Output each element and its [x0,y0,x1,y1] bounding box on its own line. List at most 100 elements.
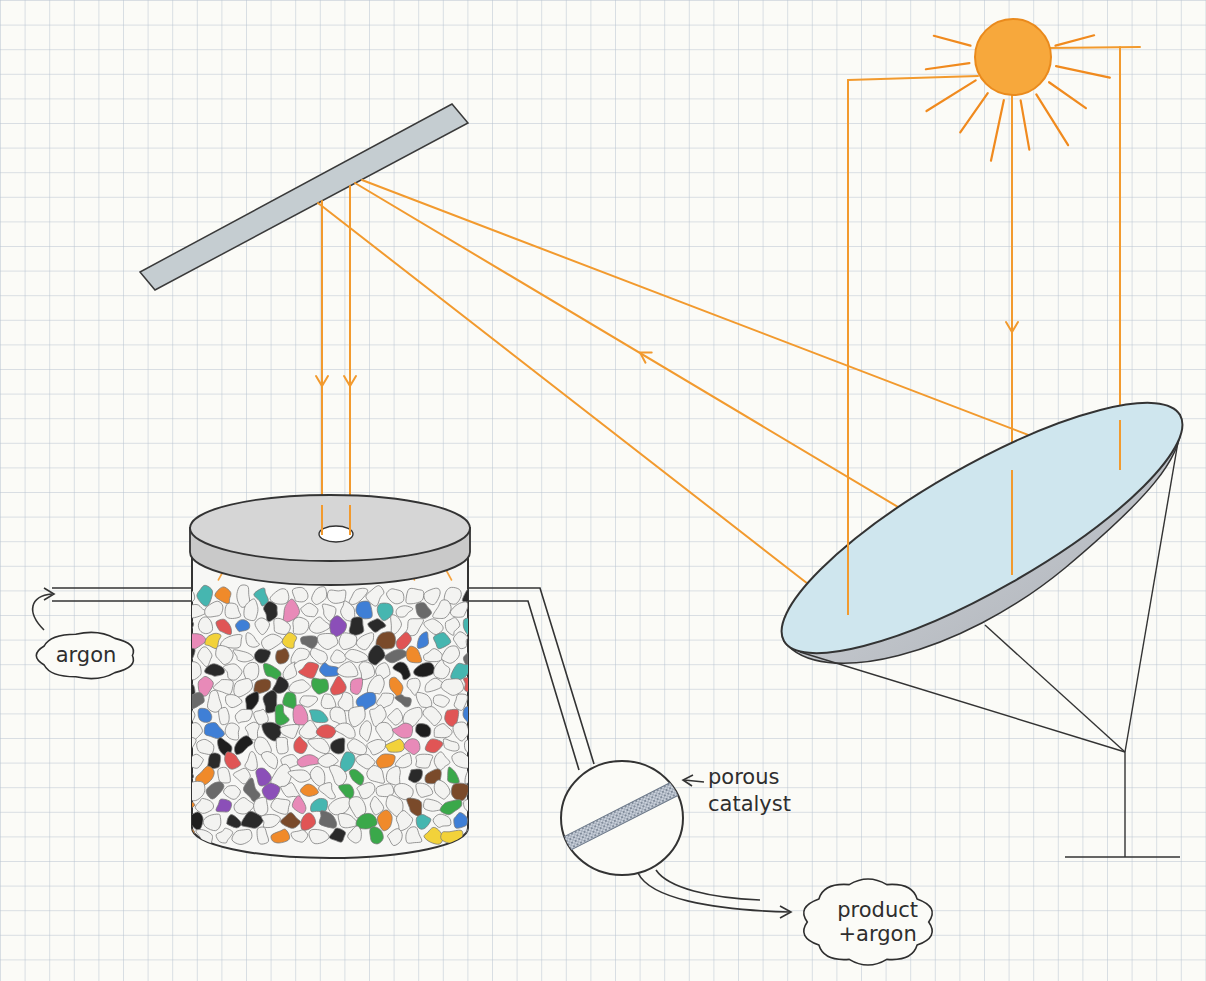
pellet [219,707,230,724]
cloud-bubble: product +argon [797,875,939,969]
pellet [297,755,321,767]
pellet [424,827,443,844]
sun-ray [1049,82,1086,108]
pellet [395,753,411,768]
pellet [406,827,422,843]
pellet [292,587,308,601]
pellet [195,798,213,813]
pellet [298,662,318,678]
pellet [281,813,301,829]
pellet [245,692,258,712]
light-ray [349,505,351,535]
flow-arrow [33,594,52,630]
inlet-pipe [52,600,192,602]
light-ray [1119,420,1121,470]
pellet [391,615,402,635]
pellet [216,645,233,664]
sun-ray [926,80,975,111]
pellet [205,664,225,676]
pellet [216,799,232,812]
pellet [178,707,195,724]
sun [975,19,1051,95]
pellet [360,721,372,742]
pellet [294,737,307,754]
dish-support [800,652,1125,752]
pellet [257,827,269,844]
pellet [463,649,479,666]
pellet [244,599,258,621]
pellet [329,828,345,842]
pellet [464,739,478,753]
pellet [293,705,308,725]
pellet [434,752,450,771]
pellet [189,662,201,680]
pellet [367,766,385,784]
pellet [254,649,270,663]
pellet [243,778,260,802]
pellet [424,649,443,662]
pellet [216,619,232,635]
light-ray [321,201,323,535]
light-ray [847,80,849,615]
sun-ray [1056,66,1110,77]
pellet [339,633,357,650]
pellet [261,752,277,770]
pellet [416,783,433,797]
pellet [225,695,242,708]
pellet [206,782,224,799]
ray-arrow [344,376,356,386]
pellet [319,783,336,799]
pellet [416,724,431,738]
light-ray [1011,470,1013,575]
pellet [385,650,407,663]
pellet [241,811,264,828]
pellet [197,739,214,754]
pellet [408,769,422,783]
pellet [178,828,195,844]
pellet [423,707,442,726]
pellet [197,585,213,606]
pellet [462,588,479,603]
sun-ray [991,100,1004,161]
pellet [198,617,212,634]
pellet [301,603,318,617]
light-ray [847,470,849,615]
pellet [254,679,271,693]
cloud-bubble: argon [31,628,141,683]
pellet [321,694,336,709]
pellet [367,675,384,694]
pellet [328,797,350,815]
pellet [320,663,340,677]
parabolic-dish [753,361,1206,695]
ray-arrow [316,376,328,386]
pellet [416,692,432,707]
pellet [450,602,467,617]
pellet [274,618,291,634]
pellet [452,752,472,768]
dish-base [1065,856,1180,857]
pellet [299,720,318,738]
pellet [186,754,203,768]
pellet [246,633,260,648]
pellet [463,618,479,636]
pellet [282,633,296,649]
pellet [433,695,449,707]
outlet-pipe [468,601,579,770]
pellet [235,709,252,723]
pellet [245,752,257,771]
pellet [198,647,212,667]
pellet [244,662,259,680]
pellet [196,830,213,847]
pellet [232,829,252,844]
pellet [176,800,194,815]
pellet [406,588,424,604]
arrow-head [683,775,693,786]
cloud-outline [36,632,133,678]
outlet-pipe [468,588,594,764]
light-ray [349,186,351,535]
pellet [289,680,311,693]
pellet [218,767,231,783]
pellet [300,784,318,796]
